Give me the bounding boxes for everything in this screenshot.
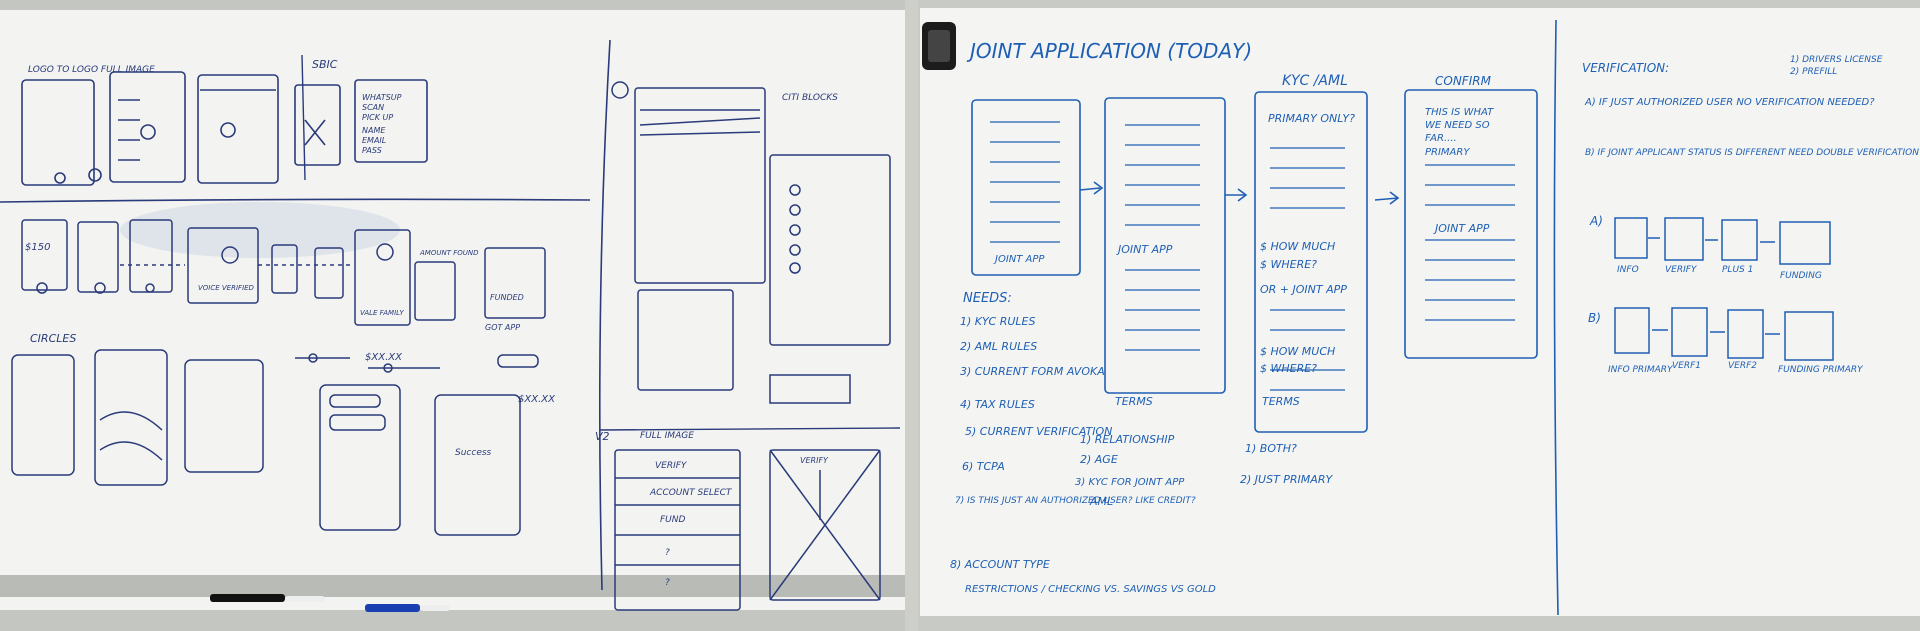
kyc-header: KYC /AML — [1282, 73, 1348, 89]
svg-text:VERIFY: VERIFY — [655, 461, 688, 471]
svg-text:PASS: PASS — [362, 146, 382, 155]
svg-text:2) AML RULES: 2) AML RULES — [960, 340, 1037, 353]
svg-text:INFO: INFO — [1617, 265, 1639, 275]
svg-text:$ HOW MUCH: $ HOW MUCH — [1260, 240, 1335, 253]
row2-vale: VALE FAMILY — [360, 309, 404, 317]
amount-2: $XX.XX — [518, 394, 556, 405]
svg-text:3) CURRENT FORM AVOKA: 3) CURRENT FORM AVOKA — [960, 365, 1105, 378]
svg-text:WE NEED SO: WE NEED SO — [1425, 120, 1490, 131]
col3-lines: PRIMARY ONLY? $ WHERE? $ HOW MUCH OR + J… — [1260, 112, 1355, 375]
verify-label: VERIFY — [800, 456, 829, 465]
joint-app-title: JOINT APPLICATION (TODAY) — [966, 39, 1252, 63]
svg-text:AML: AML — [1089, 495, 1113, 508]
needs-list: 1) KYC RULES 2) AML RULES 3) CURRENT FOR… — [950, 315, 1216, 595]
row2-amount-150: $150 — [25, 242, 50, 253]
verification-opt-1: 1) DRIVERS LICENSE — [1790, 55, 1883, 65]
svg-text:?: ? — [665, 548, 670, 558]
row3-title: CIRCLES — [30, 332, 76, 345]
verification-opt-2: 2) PREFILL — [1790, 67, 1837, 77]
svg-text:NAME: NAME — [362, 126, 386, 135]
verification-title: VERIFICATION: — [1582, 61, 1669, 75]
svg-text:4) TAX RULES: 4) TAX RULES — [960, 398, 1035, 411]
svg-text:FUNDING: FUNDING — [1780, 271, 1822, 281]
svg-text:VERF1: VERF1 — [1672, 361, 1701, 371]
svg-text:3) KYC FOR JOINT APP: 3) KYC FOR JOINT APP — [1075, 477, 1185, 488]
svg-text:OR + JOINT APP: OR + JOINT APP — [1260, 283, 1347, 296]
svg-text:WHATSUP: WHATSUP — [362, 93, 402, 102]
svg-text:EMAIL: EMAIL — [362, 136, 386, 145]
left-whiteboard: LOGO TO LOGO FULL IMAGE SBIC WHATSUP SCA… — [0, 0, 912, 631]
citi-blocks-title: CITI BLOCKS — [782, 93, 838, 103]
flow-a: INFO VERIFY PLUS 1 FUNDING — [1617, 265, 1822, 281]
col2-terms: TERMS — [1115, 395, 1153, 408]
svg-text:FUND: FUND — [660, 515, 685, 525]
top-left-title: LOGO TO LOGO FULL IMAGE — [28, 65, 155, 75]
svg-text:PRIMARY ONLY?: PRIMARY ONLY? — [1268, 112, 1355, 125]
svg-text:2) AGE: 2) AGE — [1080, 453, 1118, 466]
svg-text:VERF2: VERF2 — [1728, 361, 1757, 371]
flow-b-label: B) — [1588, 311, 1601, 325]
svg-text:INFO PRIMARY: INFO PRIMARY — [1608, 365, 1674, 375]
svg-text:$ HOW MUCH: $ HOW MUCH — [1260, 345, 1335, 358]
top-mid-title: SBIC — [312, 58, 338, 71]
needs-title: NEEDS: — [963, 291, 1012, 306]
row2-got-app: GOT APP — [485, 323, 520, 332]
confirm-joint: JOINT APP — [1433, 222, 1490, 235]
svg-text:1) RELATIONSHIP: 1) RELATIONSHIP — [1080, 433, 1175, 446]
svg-text:PICK UP: PICK UP — [362, 113, 393, 122]
flow-a-label: A) — [1589, 214, 1603, 228]
confirm-lines: THIS IS WHAT WE NEED SO FAR.... PRIMARY — [1425, 107, 1494, 158]
svg-text:FUNDING PRIMARY: FUNDING PRIMARY — [1778, 365, 1864, 375]
svg-text:ACCOUNT SELECT: ACCOUNT SELECT — [649, 488, 733, 498]
svg-text:PRIMARY: PRIMARY — [1425, 147, 1470, 158]
svg-text:THIS IS WHAT: THIS IS WHAT — [1425, 107, 1494, 118]
col3-terms: TERMS — [1262, 395, 1300, 408]
right-whiteboard: JOINT APPLICATION (TODAY) KYC /AML CONFI… — [918, 0, 1920, 631]
note-a: A) IF JUST AUTHORIZED USER NO VERIFICATI… — [1584, 97, 1875, 108]
list-items: WHATSUP SCAN PICK UP NAME EMAIL PASS — [362, 93, 402, 155]
svg-text:6) TCPA: 6) TCPA — [962, 460, 1005, 473]
flow-b: INFO PRIMARY VERF1 VERF2 FUNDING PRIMARY — [1608, 361, 1864, 375]
col3-notes: 1) BOTH? 2) JUST PRIMARY — [1240, 442, 1333, 486]
note-b: B) IF JOINT APPLICANT STATUS IS DIFFEREN… — [1585, 148, 1919, 158]
svg-text:7) IS THIS JUST AN AUTHORIZED: 7) IS THIS JUST AN AUTHORIZED USER? LIKE… — [955, 496, 1196, 506]
svg-text:1) KYC RULES: 1) KYC RULES — [960, 315, 1035, 328]
svg-text:5) CURRENT VERIFICATION: 5) CURRENT VERIFICATION — [965, 425, 1112, 438]
svg-text:?: ? — [665, 578, 670, 588]
row2-funded: FUNDED — [490, 293, 524, 302]
mid-notes: 1) RELATIONSHIP 2) AGE 3) KYC FOR JOINT … — [1075, 433, 1185, 508]
row2-voice: VOICE VERIFIED — [198, 284, 255, 292]
success-label: Success — [455, 448, 492, 458]
svg-text:2) JUST PRIMARY: 2) JUST PRIMARY — [1240, 473, 1333, 486]
svg-text:$ WHERE?: $ WHERE? — [1260, 362, 1317, 375]
svg-text:8) ACCOUNT TYPE: 8) ACCOUNT TYPE — [950, 558, 1050, 571]
svg-text:RESTRICTIONS / CHECKING VS. SA: RESTRICTIONS / CHECKING VS. SAVINGS VS G… — [965, 584, 1216, 595]
row2-amount: AMOUNT FOUND — [419, 249, 479, 257]
svg-text:SCAN: SCAN — [362, 103, 384, 112]
confirm-header: CONFIRM — [1435, 74, 1492, 88]
full-image-label: FULL IMAGE — [640, 431, 694, 441]
amount-1: $XX.XX — [365, 352, 403, 363]
v2-items: VERIFY ACCOUNT SELECT FUND ? ? — [649, 461, 733, 588]
svg-text:VERIFY: VERIFY — [1665, 265, 1698, 275]
svg-text:FAR....: FAR.... — [1425, 133, 1457, 144]
col1-checkbox: JOINT APP — [993, 254, 1045, 265]
v2-label: V2 — [595, 430, 610, 443]
svg-text:1) BOTH?: 1) BOTH? — [1245, 442, 1297, 455]
svg-text:PLUS 1: PLUS 1 — [1722, 265, 1753, 275]
col2-checkbox: JOINT APP — [1116, 243, 1173, 256]
svg-text:$ WHERE?: $ WHERE? — [1260, 258, 1317, 271]
